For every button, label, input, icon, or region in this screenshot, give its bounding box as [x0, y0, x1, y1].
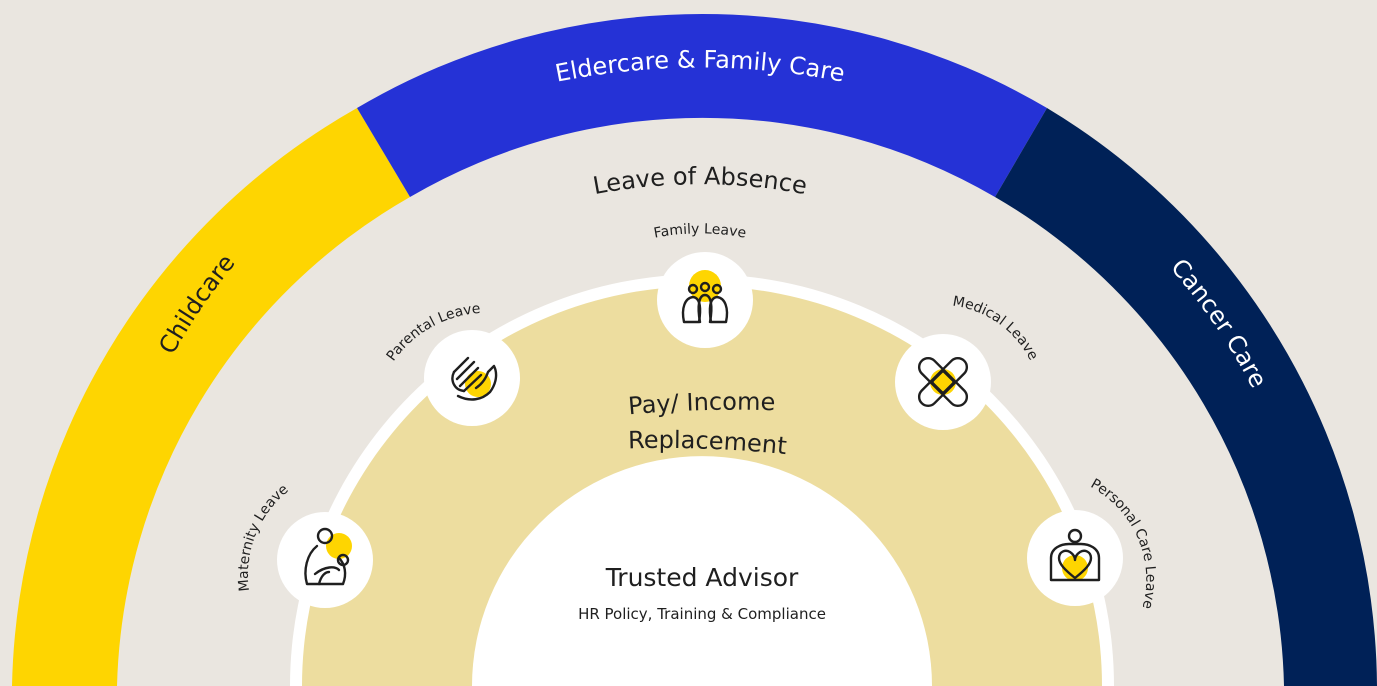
accent-dot	[326, 533, 352, 559]
medical-leave-node	[895, 334, 991, 430]
maternity-leave-circle	[277, 512, 373, 608]
center-subtitle: HR Policy, Training & Compliance	[578, 605, 826, 623]
heart-person-icon	[1049, 528, 1101, 582]
personal-care-leave-node	[1027, 510, 1123, 606]
parental-leave-node	[424, 330, 520, 426]
mother-child-icon	[304, 527, 350, 586]
leave-ring-title: Leave of Absence	[591, 162, 809, 200]
cancer-band	[995, 108, 1377, 686]
accent-dot	[689, 270, 721, 302]
maternity-leave-node	[277, 512, 373, 608]
family-group-icon	[681, 281, 729, 324]
trusted-advisor-circle	[472, 456, 932, 686]
family-leave-node	[657, 252, 753, 348]
center-title: Trusted Advisor	[605, 563, 799, 592]
childcare-band	[12, 108, 410, 686]
pay-title-line1: Pay/ Income	[627, 388, 776, 421]
accent-dot	[930, 369, 956, 395]
bandage-cross-icon	[917, 356, 969, 408]
accent-dot	[1062, 555, 1088, 581]
helping-hands-icon	[451, 356, 498, 401]
eldercare-band	[357, 13, 1047, 197]
family-leave-label: Family Leave	[652, 221, 747, 241]
